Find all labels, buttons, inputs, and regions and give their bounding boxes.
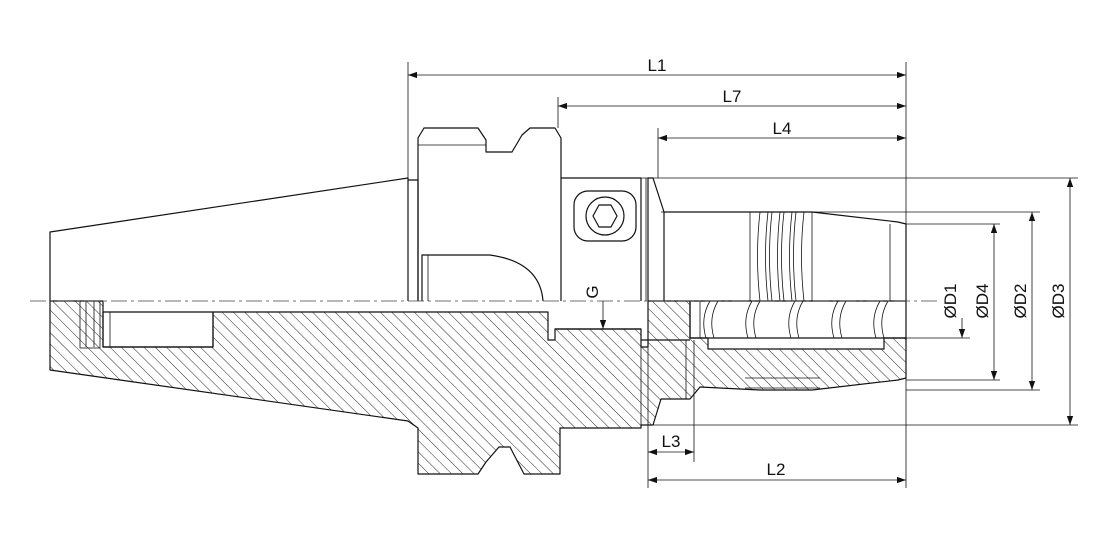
dim-label-d1: ØD1 [941,284,960,319]
dim-label-d3: ØD3 [1049,284,1068,319]
dimension-lines [407,62,1078,488]
dim-label-l1: L1 [648,56,667,75]
dim-label-d2: ØD2 [1011,284,1030,319]
dim-label-g: G [583,285,602,298]
nut-grip-grooves [757,211,805,302]
dim-label-l4: L4 [773,119,792,138]
dim-label-l3: L3 [662,432,681,451]
dim-label-l2: L2 [767,460,786,479]
upper-outline [49,127,907,302]
dim-label-d4: ØD4 [973,284,992,319]
collet-slots [703,300,889,339]
lower-section [49,300,907,475]
dim-label-l7: L7 [723,87,742,106]
